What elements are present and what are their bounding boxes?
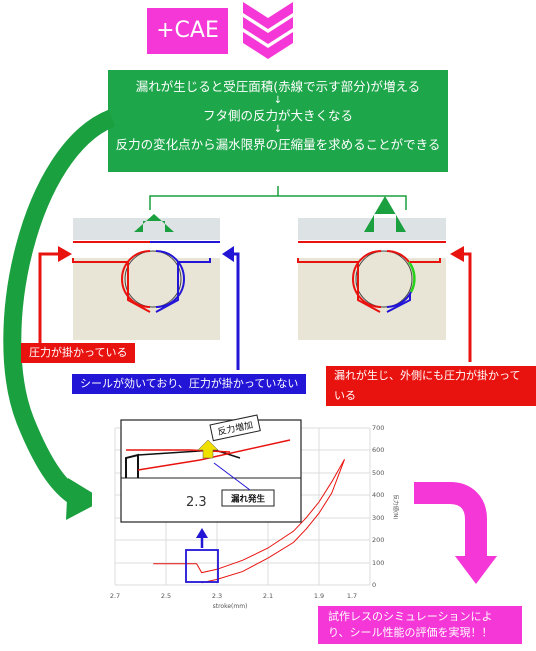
y-tick-label: 0 <box>372 581 376 589</box>
label-pressure-applied: 圧力が掛かっている <box>21 343 136 363</box>
cae-badge: +CAE <box>147 8 228 54</box>
curved-green-arrow <box>3 109 116 508</box>
series-line-1 <box>201 459 345 584</box>
label-seal-working: シールが効いており、圧力が掛かっていない <box>72 374 307 394</box>
leak-onset-label-box <box>221 489 275 507</box>
series-line-0 <box>153 459 345 574</box>
reaction-increase-arrow <box>197 439 219 459</box>
y-tick-labels: 0 100 200 300 400 500 600 700 <box>372 424 384 589</box>
chart-panel: 2.7 2.5 2.3 2.1 1.9 1.7 stroke(mm) 0 100… <box>92 414 434 610</box>
step-3: 反力の変化点から漏水限界の圧縮量を求めることができる <box>115 137 441 152</box>
x-tick-label: 1.7 <box>347 592 357 600</box>
x-tick-label: 2.7 <box>110 592 120 600</box>
seal-left <box>38 214 240 370</box>
x-tick-labels: 2.7 2.5 2.3 2.1 1.9 1.7 <box>110 592 357 600</box>
y-tick-label: 500 <box>372 469 384 477</box>
step-arrow-2: ↓ <box>273 124 283 135</box>
pink-bent-arrow <box>414 482 487 556</box>
y-tick-label: 200 <box>372 536 384 544</box>
onset-value: 2.3 <box>186 495 207 510</box>
conclusion-box: 試作レスのシミュレーションにより、シール性能の評価を実現！！ <box>318 606 522 644</box>
y-tick-label: 300 <box>372 514 384 522</box>
seal-right <box>297 196 472 362</box>
x-axis-label: stroke(mm) <box>213 603 248 610</box>
explanation-box: 漏れが生じると受圧面積(赤線で示す部分)が増える ↓ フタ側の反力が大きくなる … <box>108 70 448 172</box>
x-tick-label: 1.9 <box>314 592 324 600</box>
x-tick-label: 2.5 <box>161 592 171 600</box>
leak-onset-label: 漏れ発生 <box>231 494 266 505</box>
step-arrow-1: ↓ <box>273 95 283 106</box>
curved-arrow-head <box>66 478 104 520</box>
y-tick-label: 700 <box>372 424 384 432</box>
label-leak-outside: 漏れが生じ、外側にも圧力が掛かっている <box>326 366 536 406</box>
zoom-inset <box>120 419 302 523</box>
y-tick-label: 600 <box>372 446 384 454</box>
down-chevrons-icon <box>243 2 293 59</box>
y-tick-label: 400 <box>372 491 384 499</box>
y-tick-label: 100 <box>372 559 384 567</box>
x-tick-label: 2.3 <box>212 592 222 600</box>
highlight-box <box>185 549 219 583</box>
chart-series <box>153 459 345 584</box>
brace <box>149 186 407 210</box>
reaction-increase-label-box <box>209 414 261 442</box>
y-axis-label: 反力値(N) <box>392 495 400 520</box>
up-arrow-icon <box>196 528 208 538</box>
step-2: フタ側の反力が大きくなる <box>202 108 353 123</box>
step-1: 漏れが生じると受圧面積(赤線で示す部分)が増える <box>135 79 421 94</box>
x-tick-label: 2.1 <box>263 592 273 600</box>
leader-line <box>213 462 251 491</box>
